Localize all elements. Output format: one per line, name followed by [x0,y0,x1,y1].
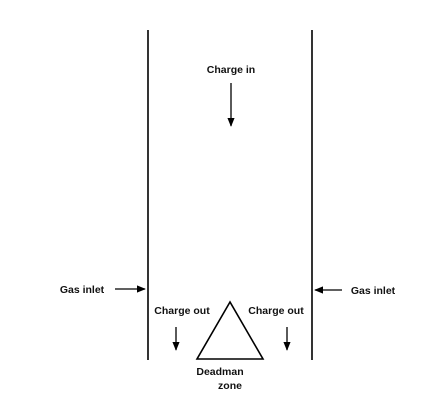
deadman-zone-triangle [195,300,265,360]
gas-inlet-left-label: Gas inlet [60,284,105,296]
deadman-label-line1: Deadman [196,366,243,378]
charge-out-right-label: Charge out [248,305,304,317]
gas-inlet-right-label: Gas inlet [351,285,396,297]
charge-in-label: Charge in [207,64,255,76]
charge-out-left-label: Charge out [154,305,210,317]
deadman-label-line2: zone [218,380,242,392]
